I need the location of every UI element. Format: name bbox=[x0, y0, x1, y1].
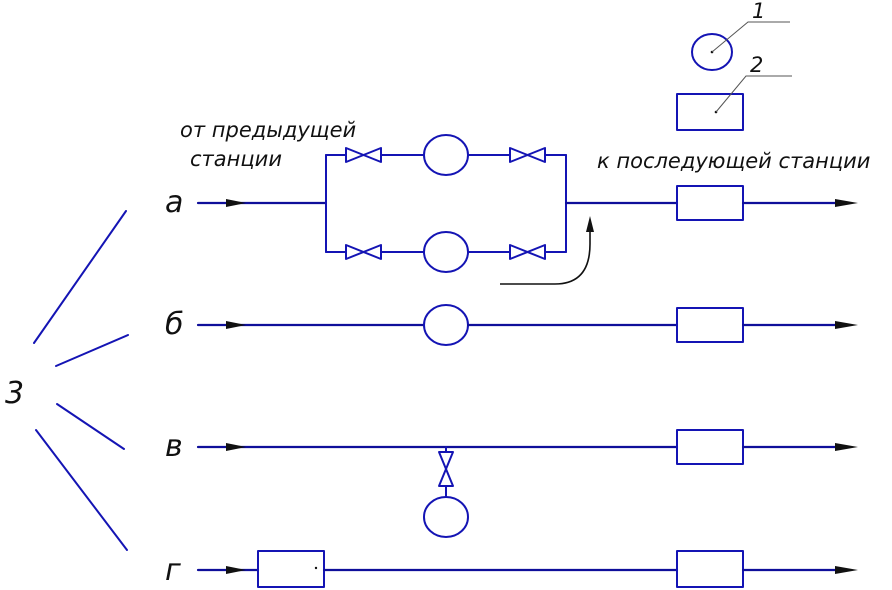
scheme-a-label: а bbox=[165, 185, 183, 220]
legend-rect-symbol bbox=[676, 93, 744, 131]
legend-circle-symbol bbox=[691, 33, 733, 71]
scheme-a-outlet-arrow bbox=[835, 199, 858, 207]
leader-3-to-g bbox=[35, 429, 128, 551]
scheme-a-meter-bottom bbox=[423, 231, 469, 273]
scheme-b-label: б bbox=[165, 307, 184, 342]
scheme-a-valve-top-right bbox=[509, 147, 546, 163]
leader-line-2 bbox=[715, 75, 792, 113]
scheme-b: б bbox=[165, 304, 858, 346]
leader-line-1 bbox=[711, 21, 790, 53]
callout-1: 1 bbox=[752, 0, 765, 23]
from-station-line-1: от предыдущей bbox=[180, 118, 356, 142]
scheme-a-inlet-arrow bbox=[226, 199, 246, 207]
scheme-b-meter bbox=[423, 304, 469, 346]
scheme-a-valve-top-left bbox=[345, 147, 382, 163]
scheme-v: в bbox=[165, 429, 858, 538]
from-station-line-2: станции bbox=[190, 147, 282, 171]
scheme-v-meter bbox=[423, 496, 469, 538]
scheme-a-flow-arrow bbox=[500, 224, 591, 285]
scheme-v-flow-unit bbox=[676, 429, 744, 465]
scheme-v-valve bbox=[438, 451, 454, 487]
scheme-g-flow-unit-inlet bbox=[257, 550, 325, 588]
scheme-a-meter-top bbox=[423, 134, 469, 176]
leader-3-to-b bbox=[55, 334, 129, 367]
scheme-b-flow-unit bbox=[676, 307, 744, 343]
callout-3-group: 3 bbox=[5, 210, 129, 551]
to-station-label: к последующей станции bbox=[597, 149, 870, 173]
scheme-a-valve-bottom-left bbox=[345, 244, 382, 260]
scheme-g: г bbox=[165, 550, 858, 588]
scheme-g-label: г bbox=[165, 553, 181, 588]
callout-2: 2 bbox=[750, 53, 763, 77]
scheme-a-valve-bottom-right bbox=[509, 244, 546, 260]
scheme-v-label: в bbox=[165, 429, 183, 464]
scheme-g-flow-unit-outlet bbox=[676, 550, 744, 588]
scheme-a: а bbox=[165, 134, 858, 285]
leader-3-to-a bbox=[33, 210, 127, 344]
legend: 1 2 bbox=[676, 0, 792, 131]
scheme-a-flow-unit bbox=[676, 185, 744, 221]
callout-3: 3 bbox=[5, 376, 24, 411]
leader-3-to-v bbox=[56, 403, 125, 450]
